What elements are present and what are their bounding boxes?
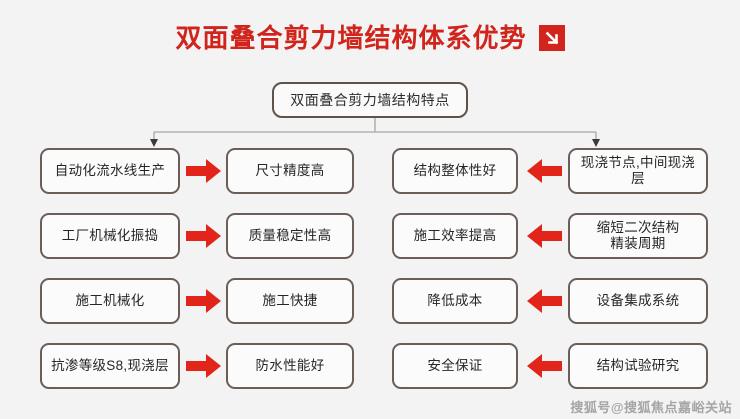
node-right-effect: 结构整体性好: [392, 148, 518, 194]
node-right-effect: 降低成本: [392, 278, 518, 324]
node-label: 设备集成系统: [596, 292, 680, 308]
node-right-cause: 设备集成系统: [568, 278, 708, 324]
node-right-cause: 结构试验研究: [568, 343, 708, 389]
node-left-cause: 施工机械化: [40, 278, 180, 324]
arrow-right-icon: [186, 353, 222, 379]
arrow-left-icon: [526, 353, 562, 379]
root-connector: [120, 118, 630, 148]
diagram-row: 施工机械化 施工快捷 降低成本 设备集成系统: [0, 278, 740, 324]
node-left-cause: 自动化流水线生产: [40, 148, 180, 194]
watermark: 搜狐号@搜狐焦点嘉峪关站: [570, 400, 732, 415]
page-title: 双面叠合剪力墙结构体系优势: [175, 23, 527, 53]
node-right-effect: 施工效率提高: [392, 213, 518, 259]
node-label: 结构试验研究: [596, 357, 680, 373]
node-left-effect: 施工快捷: [226, 278, 354, 324]
node-right-cause: 现浇节点,中间现浇层: [568, 148, 708, 194]
node-label: 施工快捷: [262, 292, 318, 308]
page-title-bar: 双面叠合剪力墙结构体系优势: [0, 17, 740, 59]
diagram-row: 工厂机械化振捣 质量稳定性高 施工效率提高 缩短二次结构 精装周期: [0, 213, 740, 259]
node-label: 缩短二次结构 精装周期: [596, 219, 680, 251]
diagram-rows: 自动化流水线生产 尺寸精度高 结构整体性好 现浇节点,中间现浇层 工厂机械化振捣: [0, 148, 740, 408]
arrow-right-icon: [186, 223, 222, 249]
arrow-right-icon: [186, 158, 222, 184]
arrow-right-icon: [186, 288, 222, 314]
node-label: 施工效率提高: [413, 227, 497, 243]
arrow-down-right-icon: [538, 25, 565, 51]
node-left-effect: 防水性能好: [226, 343, 354, 389]
node-label: 安全保证: [427, 357, 483, 373]
diagram-row: 自动化流水线生产 尺寸精度高 结构整体性好 现浇节点,中间现浇层: [0, 148, 740, 194]
node-label: 现浇节点,中间现浇层: [580, 154, 696, 186]
node-label: 抗渗等级S8,现浇层: [51, 357, 169, 373]
node-left-effect: 质量稳定性高: [226, 213, 354, 259]
root-node: 双面叠合剪力墙结构特点: [272, 82, 468, 118]
node-label: 工厂机械化振捣: [61, 227, 159, 243]
node-label: 质量稳定性高: [248, 227, 332, 243]
node-right-effect: 安全保证: [392, 343, 518, 389]
node-label: 结构整体性好: [413, 162, 497, 178]
node-right-cause: 缩短二次结构 精装周期: [568, 213, 708, 259]
node-left-cause: 工厂机械化振捣: [40, 213, 180, 259]
diagram-row: 抗渗等级S8,现浇层 防水性能好 安全保证 结构试验研究: [0, 343, 740, 389]
node-left-cause: 抗渗等级S8,现浇层: [40, 343, 180, 389]
node-left-effect: 尺寸精度高: [226, 148, 354, 194]
root-node-label: 双面叠合剪力墙结构特点: [290, 92, 450, 108]
arrow-left-icon: [526, 288, 562, 314]
arrow-left-icon: [526, 158, 562, 184]
node-label: 防水性能好: [255, 357, 325, 373]
arrow-left-icon: [526, 223, 562, 249]
node-label: 尺寸精度高: [255, 162, 325, 178]
node-label: 降低成本: [427, 292, 483, 308]
node-label: 施工机械化: [75, 292, 145, 308]
node-label: 自动化流水线生产: [54, 162, 166, 178]
